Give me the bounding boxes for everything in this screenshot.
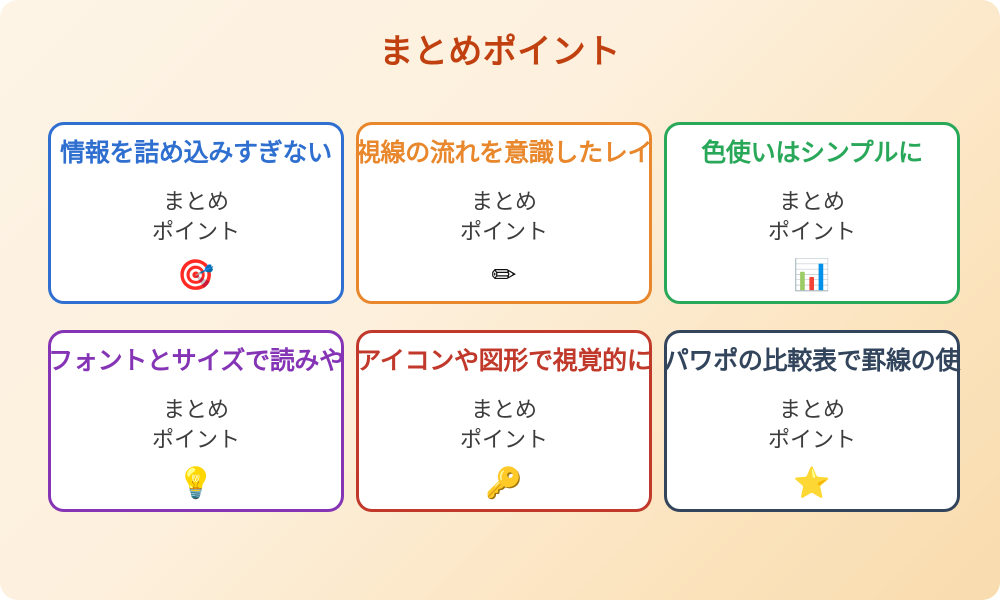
card-title: パワポの比較表で罫線の使 <box>663 347 961 375</box>
lightbulb-icon: 💡 <box>177 466 215 501</box>
card-simple-colors[interactable]: 色使いはシンプルに まとめ ポイント 📊 <box>664 122 960 304</box>
card-title: フォントとサイズで読みや <box>48 347 344 375</box>
card-title: 視線の流れを意識したレイ <box>355 139 653 167</box>
card-title: アイコンや図形で視覚的に <box>356 347 652 375</box>
card-body: まとめ ポイント <box>151 397 240 453</box>
card-body: まとめ ポイント <box>459 397 548 453</box>
card-body: まとめ ポイント <box>151 189 240 245</box>
card-visual-flow[interactable]: 視線の流れを意識したレイ まとめ ポイント ✏ <box>355 122 653 304</box>
dart-target-icon: 🎯 <box>177 258 215 293</box>
card-comparison-table-rules[interactable]: パワポの比較表で罫線の使 まとめ ポイント ⭐ <box>663 330 961 512</box>
card-title: 色使いはシンプルに <box>701 139 923 167</box>
card-icons-and-shapes[interactable]: アイコンや図形で視覚的に まとめ ポイント 🔑 <box>356 330 652 512</box>
pencil-icon: ✏ <box>491 258 517 293</box>
card-grid: 情報を詰め込みすぎない まとめ ポイント 🎯 視線の流れを意識したレイ まとめ … <box>48 122 961 522</box>
card-body: まとめ ポイント <box>767 397 856 453</box>
page-title: まとめポイント <box>379 33 621 71</box>
card-font-and-size[interactable]: フォントとサイズで読みや まとめ ポイント 💡 <box>48 330 344 512</box>
star-icon: ⭐ <box>793 466 831 501</box>
key-icon: 🔑 <box>485 466 523 501</box>
card-title: 情報を詰め込みすぎない <box>60 139 332 167</box>
card-information-density[interactable]: 情報を詰め込みすぎない まとめ ポイント 🎯 <box>48 122 344 304</box>
bar-chart-icon: 📊 <box>793 258 831 293</box>
card-body: まとめ ポイント <box>459 189 548 245</box>
card-body: まとめ ポイント <box>767 189 856 245</box>
